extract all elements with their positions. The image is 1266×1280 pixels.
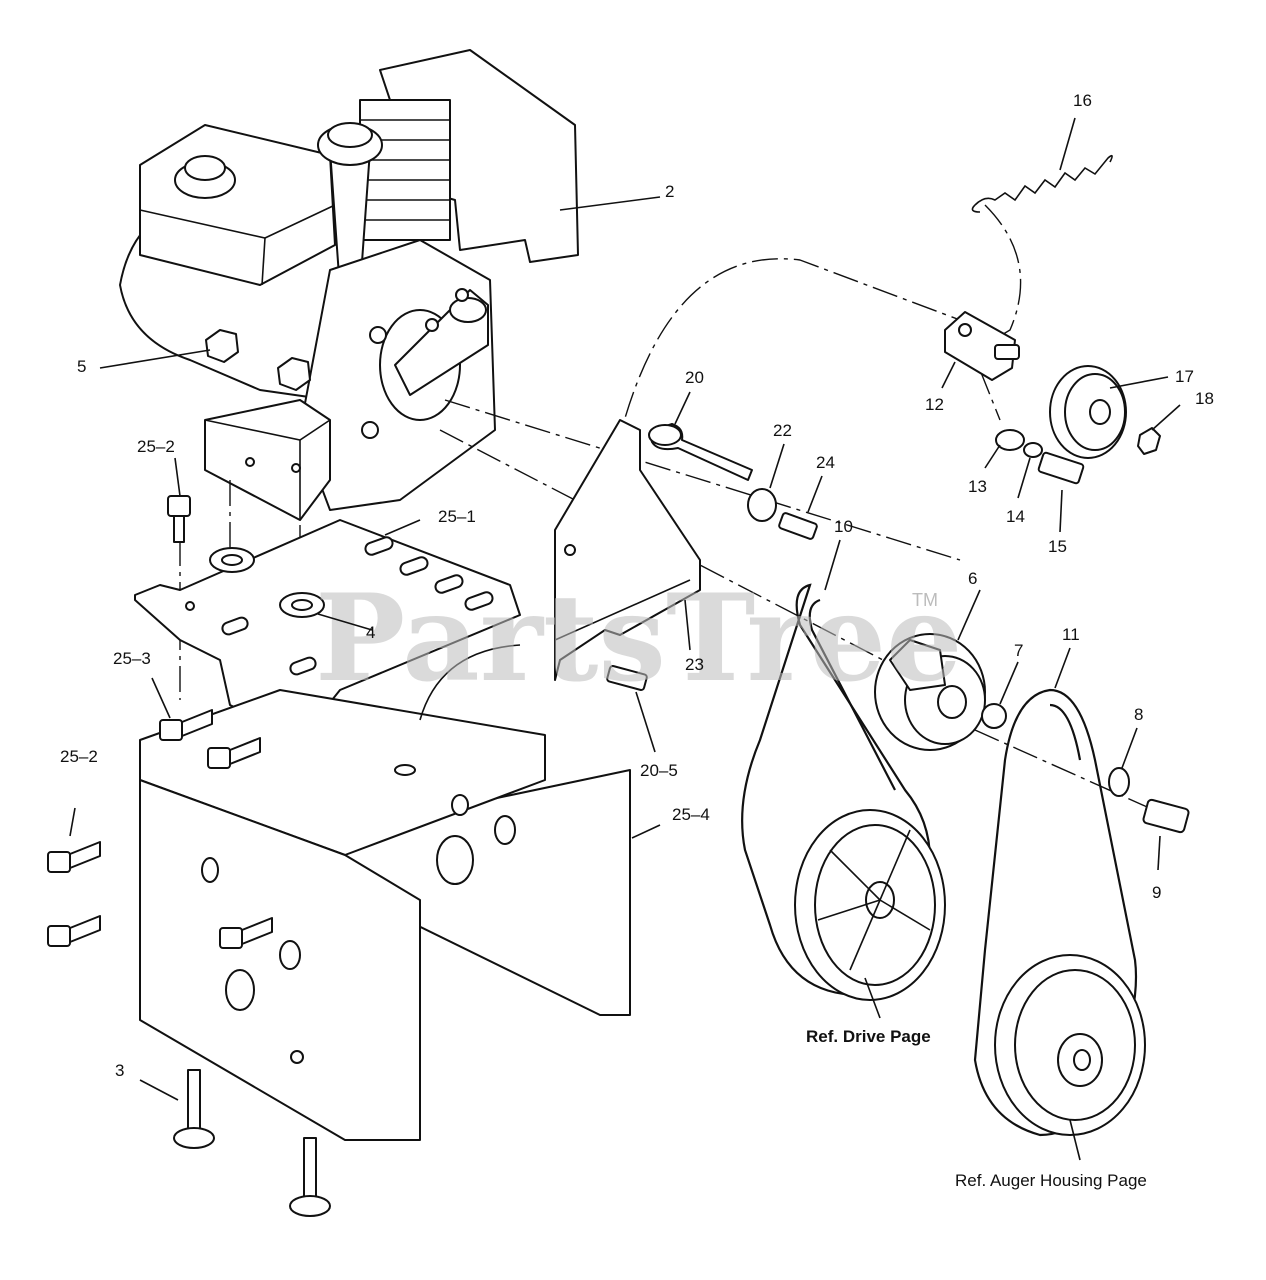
ref-auger-housing-page: Ref. Auger Housing Page xyxy=(955,1171,1147,1190)
label-15: 15 xyxy=(1048,537,1067,556)
watermark-tm: TM xyxy=(912,590,938,610)
label-6: 6 xyxy=(968,569,977,588)
label-25-1: 25–1 xyxy=(438,507,476,526)
auger-belt xyxy=(973,688,1146,1137)
label-2: 2 xyxy=(665,182,674,201)
label-10: 10 xyxy=(834,517,853,536)
label-25-2-bottom: 25–2 xyxy=(60,747,98,766)
label-25-4: 25–4 xyxy=(672,805,710,824)
frame-bolts xyxy=(47,495,331,1217)
label-5: 5 xyxy=(77,357,86,376)
label-4: 4 xyxy=(366,623,375,642)
part-labels: 2 5 25–2 25–1 4 25–3 25–2 3 25–4 16 17 1… xyxy=(60,91,1214,1190)
mounting-plate xyxy=(134,519,521,741)
label-11: 11 xyxy=(1062,625,1080,644)
label-25-2-top: 25–2 xyxy=(137,437,175,456)
label-24: 24 xyxy=(816,453,835,472)
engine-pulley xyxy=(874,633,1190,834)
label-9: 9 xyxy=(1152,883,1161,902)
drive-belt xyxy=(741,583,946,1001)
label-25-3: 25–3 xyxy=(113,649,151,668)
label-22: 22 xyxy=(773,421,792,440)
leader-lines xyxy=(69,117,1181,1161)
watermark-text: PartsTree xyxy=(315,568,962,709)
label-12: 12 xyxy=(925,395,944,414)
label-14: 14 xyxy=(1006,507,1025,526)
lock-washers xyxy=(209,547,325,618)
label-23: 23 xyxy=(685,655,704,674)
label-3: 3 xyxy=(115,1061,124,1080)
idler-bracket xyxy=(554,419,818,691)
label-13: 13 xyxy=(968,477,987,496)
label-20: 20 xyxy=(685,368,704,387)
watermark: PartsTree TM xyxy=(315,568,962,709)
label-16: 16 xyxy=(1073,91,1092,110)
ref-drive-page: Ref. Drive Page xyxy=(806,1027,931,1046)
label-8: 8 xyxy=(1134,705,1143,724)
spring-idler-assembly xyxy=(944,154,1161,485)
label-7: 7 xyxy=(1014,641,1023,660)
label-17: 17 xyxy=(1175,367,1194,386)
label-18: 18 xyxy=(1195,389,1214,408)
label-20-5: 20–5 xyxy=(640,761,678,780)
frame xyxy=(139,644,631,1141)
engine xyxy=(119,49,579,521)
